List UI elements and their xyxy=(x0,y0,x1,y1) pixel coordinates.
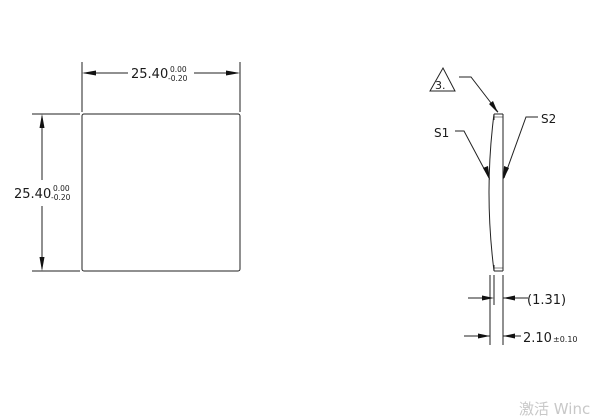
height-dimension: 25.40 0.00 -0.20 xyxy=(14,113,80,272)
part-outline-square xyxy=(81,113,241,272)
width-upper-tol: 0.00 xyxy=(170,65,187,74)
activation-watermark: 激活 Winc xyxy=(519,400,591,418)
part-side-profile xyxy=(488,113,504,272)
width-lower-tol: -0.20 xyxy=(168,74,188,83)
thickness-dimension: 2.10 ±0.10 xyxy=(464,331,578,346)
ref-thickness-dimension: (1.31) xyxy=(468,293,566,308)
s2-leader: S2 xyxy=(503,112,556,180)
height-nominal: 25.40 xyxy=(14,187,51,202)
surface-2-label: S2 xyxy=(541,112,556,126)
thickness-tolerance: ±0.10 xyxy=(553,335,578,344)
height-upper-tol: 0.00 xyxy=(53,184,70,193)
surface-1-label: S1 xyxy=(434,126,449,140)
thickness-nominal: 2.10 xyxy=(523,331,552,346)
front-view: 25.40 0.00 -0.20 25.40 0.00 -0.20 xyxy=(14,62,241,272)
side-view: 3. S1 S2 (1.31) xyxy=(429,66,578,346)
s1-leader: S1 xyxy=(434,126,490,180)
ref-thickness-value: (1.31) xyxy=(527,293,566,308)
note-flag-number: 3. xyxy=(435,79,446,92)
height-lower-tol: -0.20 xyxy=(51,193,71,202)
width-dimension: 25.40 0.00 -0.20 xyxy=(81,62,241,112)
width-nominal: 25.40 xyxy=(131,67,168,82)
note-flag: 3. xyxy=(429,66,499,113)
